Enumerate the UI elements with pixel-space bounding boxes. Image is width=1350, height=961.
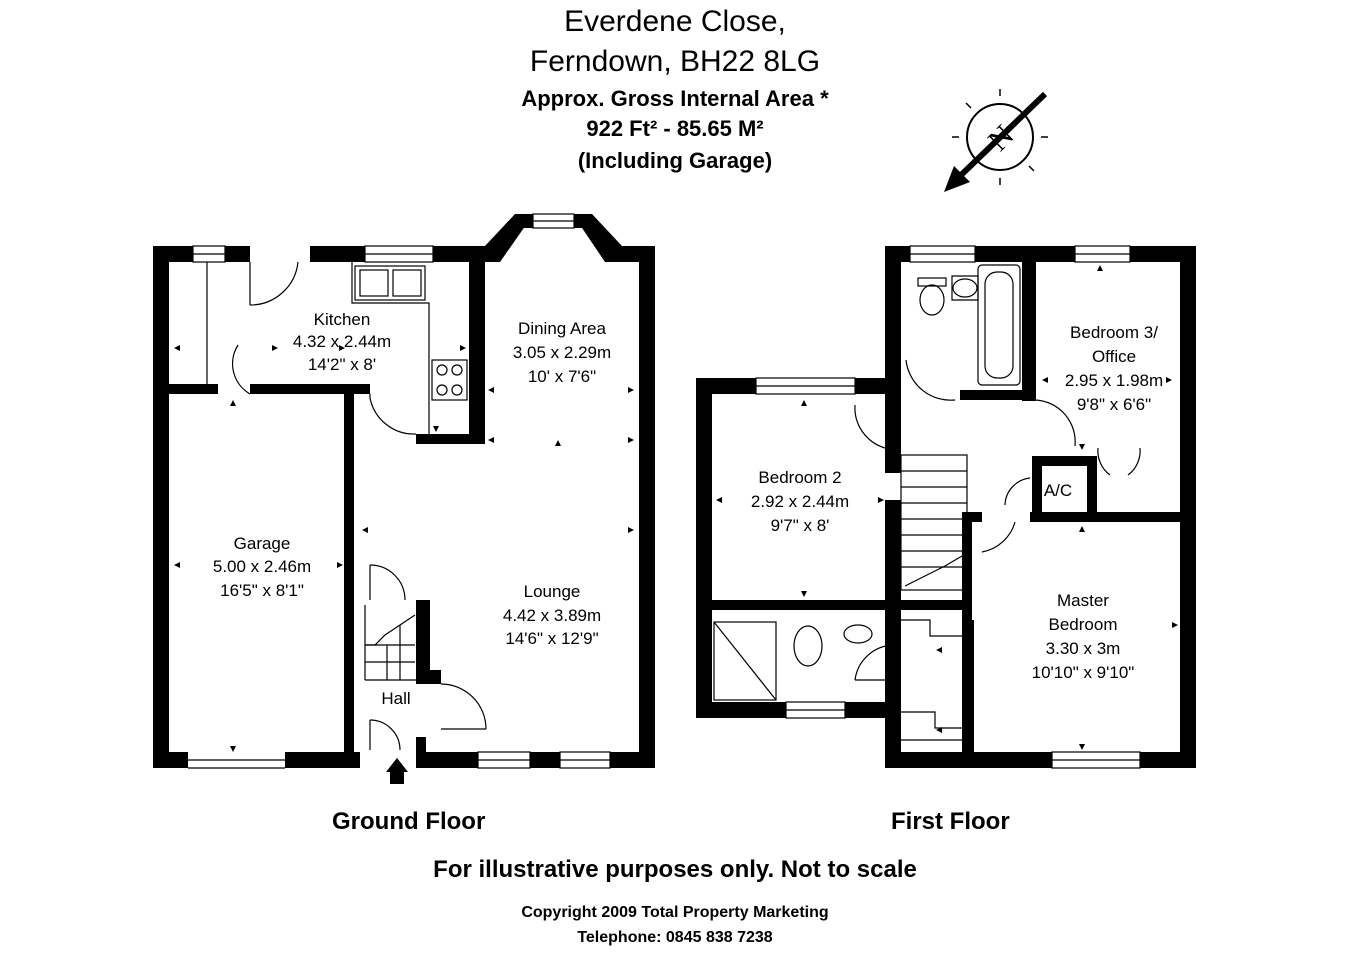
disclaimer-text: For illustrative purposes only. Not to s… [433, 856, 917, 883]
address-line-2: Ferndown, BH22 8LG [529, 45, 821, 78]
first-floor-fittings [713, 264, 1141, 741]
kitchen-imperial: 14'2" x 8' [308, 355, 376, 374]
kitchen-metric: 4.32 x 2.44m [293, 332, 391, 351]
dining-imperial: 10' x 7'6" [528, 367, 596, 386]
bedroom2-metric: 2.92 x 2.44m [751, 492, 849, 511]
copyright-text: Copyright 2009 Total Property Marketing [521, 904, 829, 921]
hall-name: Hall [381, 689, 410, 708]
bedroom3-name-line1: Bedroom 3/ [1070, 323, 1158, 342]
master-metric: 3.30 x 3m [1046, 639, 1121, 658]
bedroom3-name-line2: Office [1092, 347, 1136, 366]
bedroom3-imperial: 9'8" x 6'6" [1077, 395, 1151, 414]
master-name-line1: Master [1057, 591, 1109, 610]
lounge-imperial: 14'6" x 12'9" [505, 629, 598, 648]
ground-floor-fittings [206, 261, 487, 751]
kitchen-name: Kitchen [314, 310, 371, 329]
dimension-markers-first [716, 265, 1178, 750]
address-line-1: Everdene Close, [564, 5, 786, 38]
area-value: 922 Ft² - 85.65 M² [586, 116, 764, 141]
bedroom3-metric: 2.95 x 1.98m [1065, 371, 1163, 390]
entrance-arrow-icon [386, 758, 408, 784]
lounge-name: Lounge [524, 582, 581, 601]
area-note: (Including Garage) [577, 148, 773, 173]
telephone-text: Telephone: 0845 838 7238 [577, 929, 773, 946]
first-floor-label: First Floor [891, 808, 1010, 835]
master-imperial: 10'10" x 9'10" [1032, 663, 1135, 682]
dimension-markers-ground [174, 345, 634, 752]
garage-name: Garage [234, 534, 291, 553]
bedroom2-imperial: 9'7" x 8' [771, 516, 830, 535]
first-floor-windows [755, 245, 1141, 769]
dining-metric: 3.05 x 2.29m [513, 343, 611, 362]
ground-floor-label: Ground Floor [332, 808, 486, 835]
ground-room-labels: Kitchen 4.32 x 2.44m 14'2" x 8' Dining A… [213, 310, 611, 708]
ground-floor-walls [153, 214, 655, 768]
ac-name: A/C [1044, 481, 1072, 500]
garage-metric: 5.00 x 2.46m [213, 557, 311, 576]
ground-floor-windows [188, 213, 611, 769]
master-name-line2: Bedroom [1049, 615, 1118, 634]
dining-name: Dining Area [518, 319, 606, 338]
compass-rose-icon: N [944, 89, 1048, 192]
first-room-labels: Bedroom 3/ Office 2.95 x 1.98m 9'8" x 6'… [751, 323, 1163, 682]
area-label: Approx. Gross Internal Area * [521, 86, 829, 111]
first-floor-walls [696, 246, 1196, 768]
lounge-metric: 4.42 x 3.89m [503, 606, 601, 625]
garage-imperial: 16'5" x 8'1" [220, 581, 304, 600]
bedroom2-name: Bedroom 2 [758, 468, 841, 487]
